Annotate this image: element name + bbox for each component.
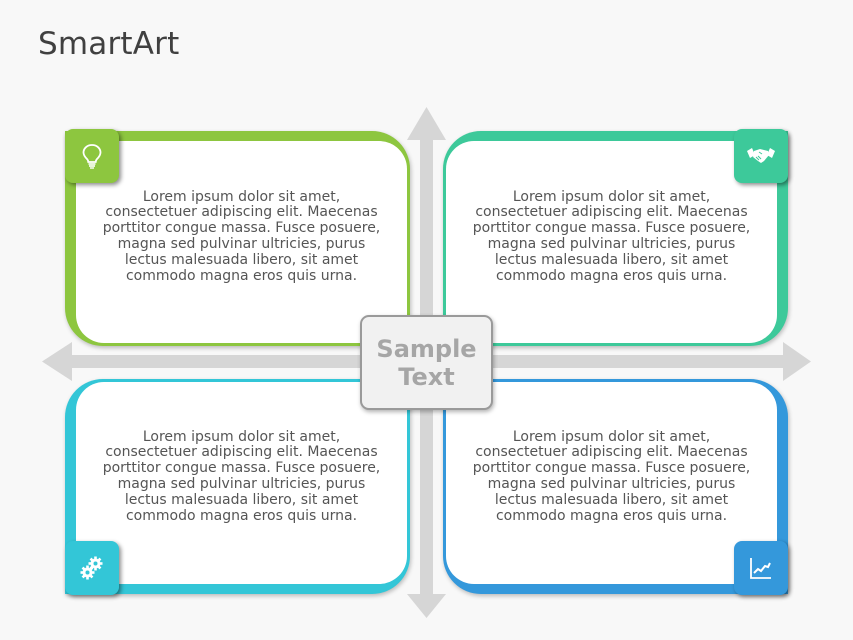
quadrant-card-top-right: Lorem ipsum dolor sit amet, consectetuer… (443, 131, 788, 346)
gears-icon (80, 556, 103, 580)
center-label-box[interactable]: Sample Text (360, 315, 493, 410)
card-body: Lorem ipsum dolor sit amet, consectetuer… (446, 382, 777, 584)
center-label: Sample Text (376, 334, 477, 391)
quadrant-card-bottom-left: Lorem ipsum dolor sit amet, consectetuer… (65, 379, 410, 594)
card-text: Lorem ipsum dolor sit amet, consectetuer… (472, 428, 751, 524)
card-text: Lorem ipsum dolor sit amet, consectetuer… (102, 188, 381, 284)
arrow-down-icon (407, 594, 446, 618)
handshake-icon (747, 148, 775, 163)
card-body: Lorem ipsum dolor sit amet, consectetuer… (76, 382, 407, 584)
quadrant-card-top-left: Lorem ipsum dolor sit amet, consectetuer… (65, 131, 410, 346)
arrow-right-icon (783, 342, 811, 381)
arrow-up-icon (407, 107, 446, 140)
lightbulb-icon (82, 144, 102, 169)
line-chart-icon (750, 558, 771, 579)
handshake-badge (734, 129, 788, 183)
line-chart-badge (734, 541, 788, 595)
card-body: Lorem ipsum dolor sit amet, consectetuer… (76, 141, 407, 343)
gears-badge (65, 541, 119, 595)
card-text: Lorem ipsum dolor sit amet, consectetuer… (472, 188, 751, 284)
quadrant-card-bottom-right: Lorem ipsum dolor sit amet, consectetuer… (443, 379, 788, 594)
lightbulb-badge (65, 129, 119, 183)
card-text: Lorem ipsum dolor sit amet, consectetuer… (102, 428, 381, 524)
arrow-left-icon (42, 342, 72, 381)
slide-title: SmartArt (38, 26, 180, 62)
card-body: Lorem ipsum dolor sit amet, consectetuer… (446, 141, 777, 343)
